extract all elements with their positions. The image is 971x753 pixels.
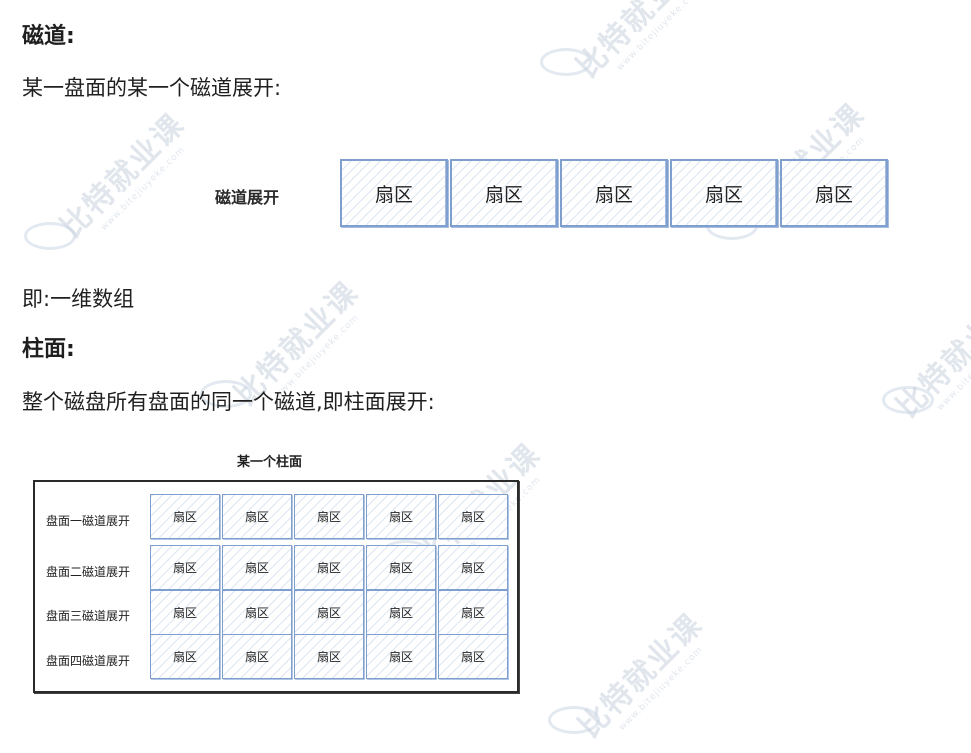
sector-cell: 扇区 [294,545,364,590]
sector-cell: 扇区 [294,634,364,679]
sector-cell: 扇区 [366,494,436,539]
heading-track: 磁道: [22,24,75,49]
sector-cell: 扇区 [150,590,220,635]
watermark: 比特就业课 www.bitejiuyeke.com [571,606,710,745]
text-one-dimensional-array: 即:一维数组 [22,287,135,311]
watermark-logo [24,222,76,250]
cylinder-title: 某一个柱面 [237,455,303,470]
platter-track-label: 盘面一磁道展开 [46,514,131,528]
platter-track-label: 盘面三磁道展开 [46,609,131,623]
platter-track-label: 盘面二磁道展开 [46,565,131,579]
sector-cell: 扇区 [670,159,778,227]
sector-cell: 扇区 [366,634,436,679]
watermark-logo [882,386,934,414]
sector-cell: 扇区 [222,634,292,679]
sector-cell: 扇区 [222,494,292,539]
sector-cell: 扇区 [294,590,364,635]
watermark: 比特就业课 www.bitejiuyeke.com [53,106,192,245]
sector-cell: 扇区 [438,590,508,635]
track-unfold-label: 磁道展开 [215,188,280,207]
heading-cylinder: 柱面: [22,337,75,362]
platter-sector-row: 扇区 扇区 扇区 扇区 扇区 [150,590,508,635]
sector-cell: 扇区 [366,545,436,590]
text-cylinder-description: 整个磁盘所有盘面的同一个磁道,即柱面展开: [22,390,435,414]
sector-cell: 扇区 [150,494,220,539]
watermark: 比特就业课 www.bitejiuyeke.com [569,0,708,85]
text-track-description: 某一盘面的某一个磁道展开: [22,76,282,100]
watermark-logo [548,706,600,734]
sector-cell: 扇区 [560,159,668,227]
platter-track-label: 盘面四磁道展开 [46,654,131,668]
sector-cell: 扇区 [222,590,292,635]
platter-sector-row: 扇区 扇区 扇区 扇区 扇区 [150,545,508,590]
sector-cell: 扇区 [340,159,448,227]
sector-cell: 扇区 [150,545,220,590]
sector-cell: 扇区 [438,545,508,590]
sector-cell: 扇区 [294,494,364,539]
sector-cell: 扇区 [450,159,558,227]
sector-cell: 扇区 [780,159,888,227]
cylinder-frame [33,480,519,693]
sector-cell: 扇区 [366,590,436,635]
sector-cell: 扇区 [222,545,292,590]
watermark: 比特就业课 www.bitejiuyeke.com [889,286,971,425]
sector-cell: 扇区 [150,634,220,679]
platter-sector-row: 扇区 扇区 扇区 扇区 扇区 [150,634,508,679]
platter-sector-row: 扇区 扇区 扇区 扇区 扇区 [150,494,508,539]
watermark-logo [540,48,592,76]
sector-cell: 扇区 [438,634,508,679]
track-sector-row: 扇区 扇区 扇区 扇区 扇区 [340,159,888,227]
sector-cell: 扇区 [438,494,508,539]
